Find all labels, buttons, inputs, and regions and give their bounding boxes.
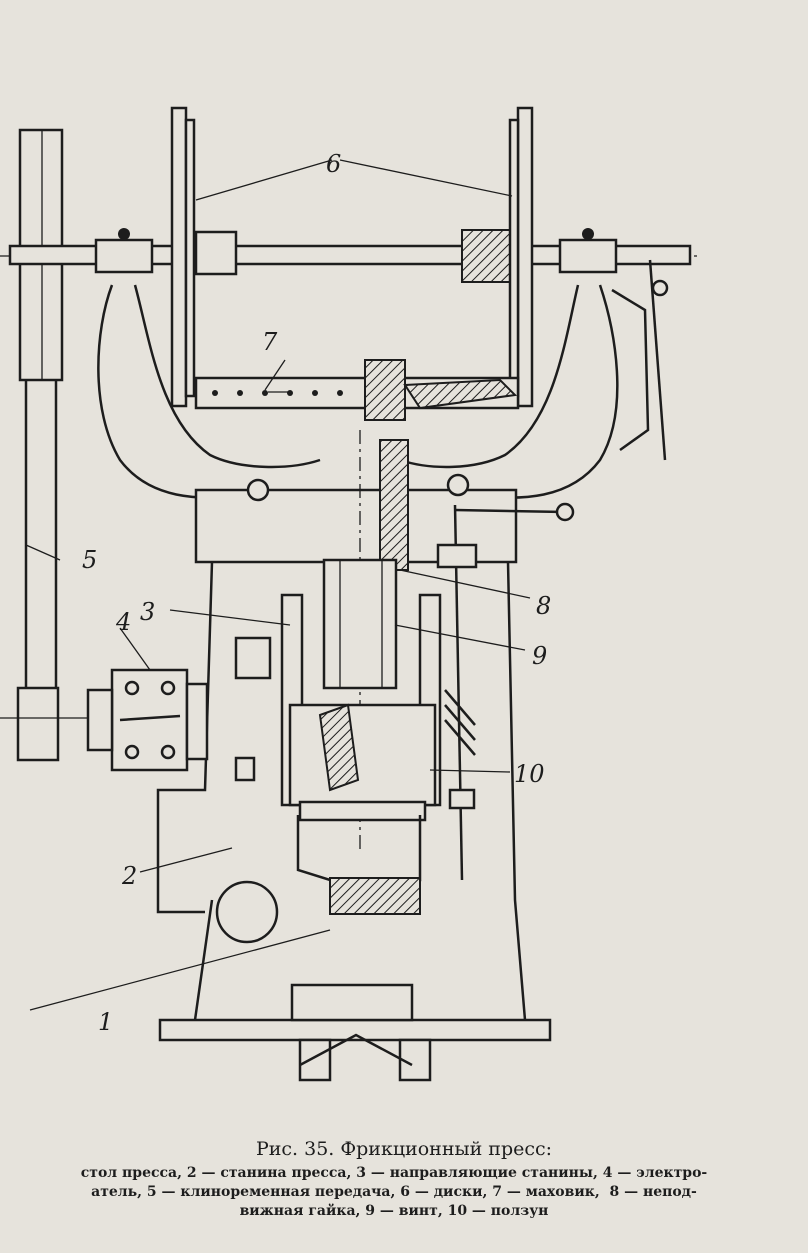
callout-5: 5 [82,546,97,574]
frame-arms [97,259,669,499]
friction-discs [170,106,534,408]
callout-8: 8 [536,592,551,620]
flywheel [194,359,520,421]
press-table [158,880,552,1082]
callout-labels: 1 2 3 4 5 6 7 8 9 10 [82,150,551,1036]
electric-motor [86,668,209,772]
callout-7: 7 [262,328,278,356]
caption-title: Рис. 35. Фрикционный пресс: [255,1138,553,1160]
callout-2: 2 [121,862,137,890]
callout-10: 10 [514,760,545,788]
control-linkage [436,502,575,881]
callout-4: 4 [115,608,131,636]
callout-1: 1 [98,1008,113,1036]
caption-line-3: вижная гайка, 9 — винт, 10 — ползун [239,1203,549,1219]
main-shaft [0,228,700,283]
leader-lines [25,391,531,1011]
figure-caption: Рис. 35. Фрикционный пресс: стол пресса,… [0,1138,808,1221]
callout-3: 3 [140,598,155,626]
caption-body: стол пресса, 2 — станина пресса, 3 — нап… [0,1164,798,1221]
callout-6: 6 [326,150,341,178]
caption-line-1: стол пресса, 2 — станина пресса, 3 — нап… [80,1165,708,1181]
screw [322,430,398,850]
friction-press-drawing: 1 2 3 4 5 6 7 8 9 10 [0,106,700,1082]
caption-line-2: атель, 5 — клиноременная передача, 6 — д… [91,1184,697,1200]
callout-9: 9 [532,642,547,670]
slide [288,703,437,915]
belt-drive [0,128,90,762]
